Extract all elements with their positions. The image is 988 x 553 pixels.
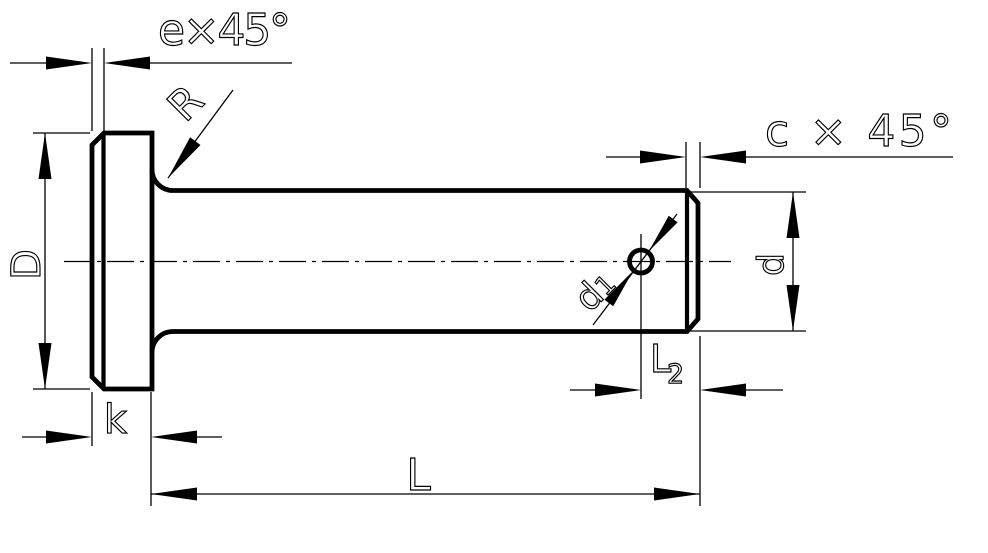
arrowhead — [104, 56, 150, 70]
dim-head-diameter: D — [3, 132, 90, 390]
label-end-chamfer: c × 45° — [765, 106, 953, 157]
extension-lines — [685, 142, 701, 188]
pin-outline — [89, 130, 701, 392]
arrowhead — [595, 383, 641, 397]
label-head-thickness: k — [104, 397, 128, 443]
extension-lines — [33, 132, 90, 390]
arrowhead — [38, 133, 52, 179]
arrowhead — [151, 487, 197, 501]
extension-lines — [91, 48, 105, 131]
arrowhead — [46, 56, 92, 70]
arrowhead — [640, 150, 686, 164]
arrowhead — [700, 383, 746, 397]
label-overall-length: L — [406, 450, 432, 501]
label-hole-to-end-subscript: 2 — [667, 359, 685, 390]
dim-hole-to-end: L 2 — [570, 336, 783, 397]
arrowhead — [700, 150, 746, 164]
arrowhead — [654, 487, 700, 501]
label-head-chamfer: e×45° — [158, 5, 292, 56]
extension-lines — [690, 191, 806, 332]
arrowhead — [786, 285, 800, 331]
arrowhead — [38, 343, 52, 389]
label-hole-to-end: L — [650, 337, 672, 381]
arrowhead — [168, 137, 201, 178]
dim-hole-diameter: d 1 — [566, 213, 678, 326]
dim-shank-diameter: d — [690, 191, 806, 332]
label-head-diameter: D — [4, 248, 50, 280]
pin-head-outline — [89, 130, 155, 392]
arrowhead — [604, 271, 633, 307]
dim-head-chamfer: e×45° — [10, 4, 292, 131]
arrowhead — [786, 192, 800, 238]
dim-fillet-radius: R — [157, 74, 234, 179]
dim-end-chamfer: c × 45° — [606, 105, 953, 188]
arrowhead — [151, 430, 197, 444]
label-shank-diameter: d — [751, 252, 792, 276]
label-fillet-radius: R — [158, 75, 214, 131]
dim-head-thickness: k — [22, 392, 222, 506]
pin-shank-outline — [149, 168, 701, 354]
dim-overall-length: L — [151, 336, 701, 506]
arrowhead — [649, 215, 678, 251]
cross-hole — [627, 247, 655, 276]
arrowhead — [46, 430, 92, 444]
